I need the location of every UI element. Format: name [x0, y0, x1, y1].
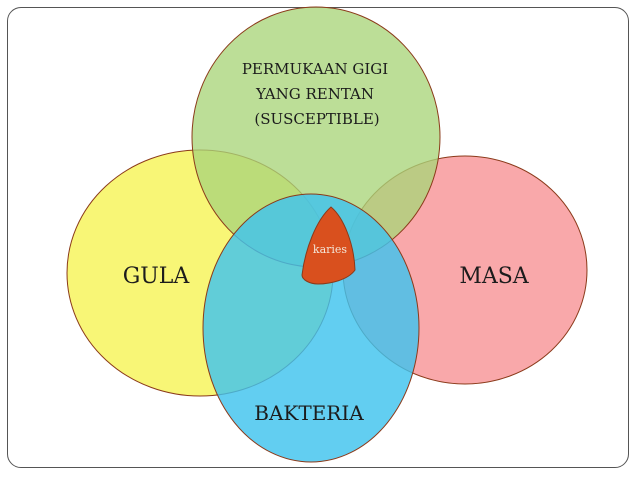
label-masa: MASA	[459, 264, 529, 289]
circle-bakteria	[202, 193, 420, 463]
label-permukaan-gigi-line-3: (SUSCEPTIBLE)	[254, 110, 379, 128]
label-gula: GULA	[123, 264, 191, 289]
label-bakteria: BAKTERIA	[254, 401, 364, 425]
label-karies: karies	[313, 243, 348, 256]
label-permukaan-gigi-line-1: PERMUKAAN GIGI	[242, 60, 388, 78]
label-permukaan-gigi-line-2: YANG RENTAN	[255, 85, 374, 103]
karies-region	[301, 206, 356, 285]
